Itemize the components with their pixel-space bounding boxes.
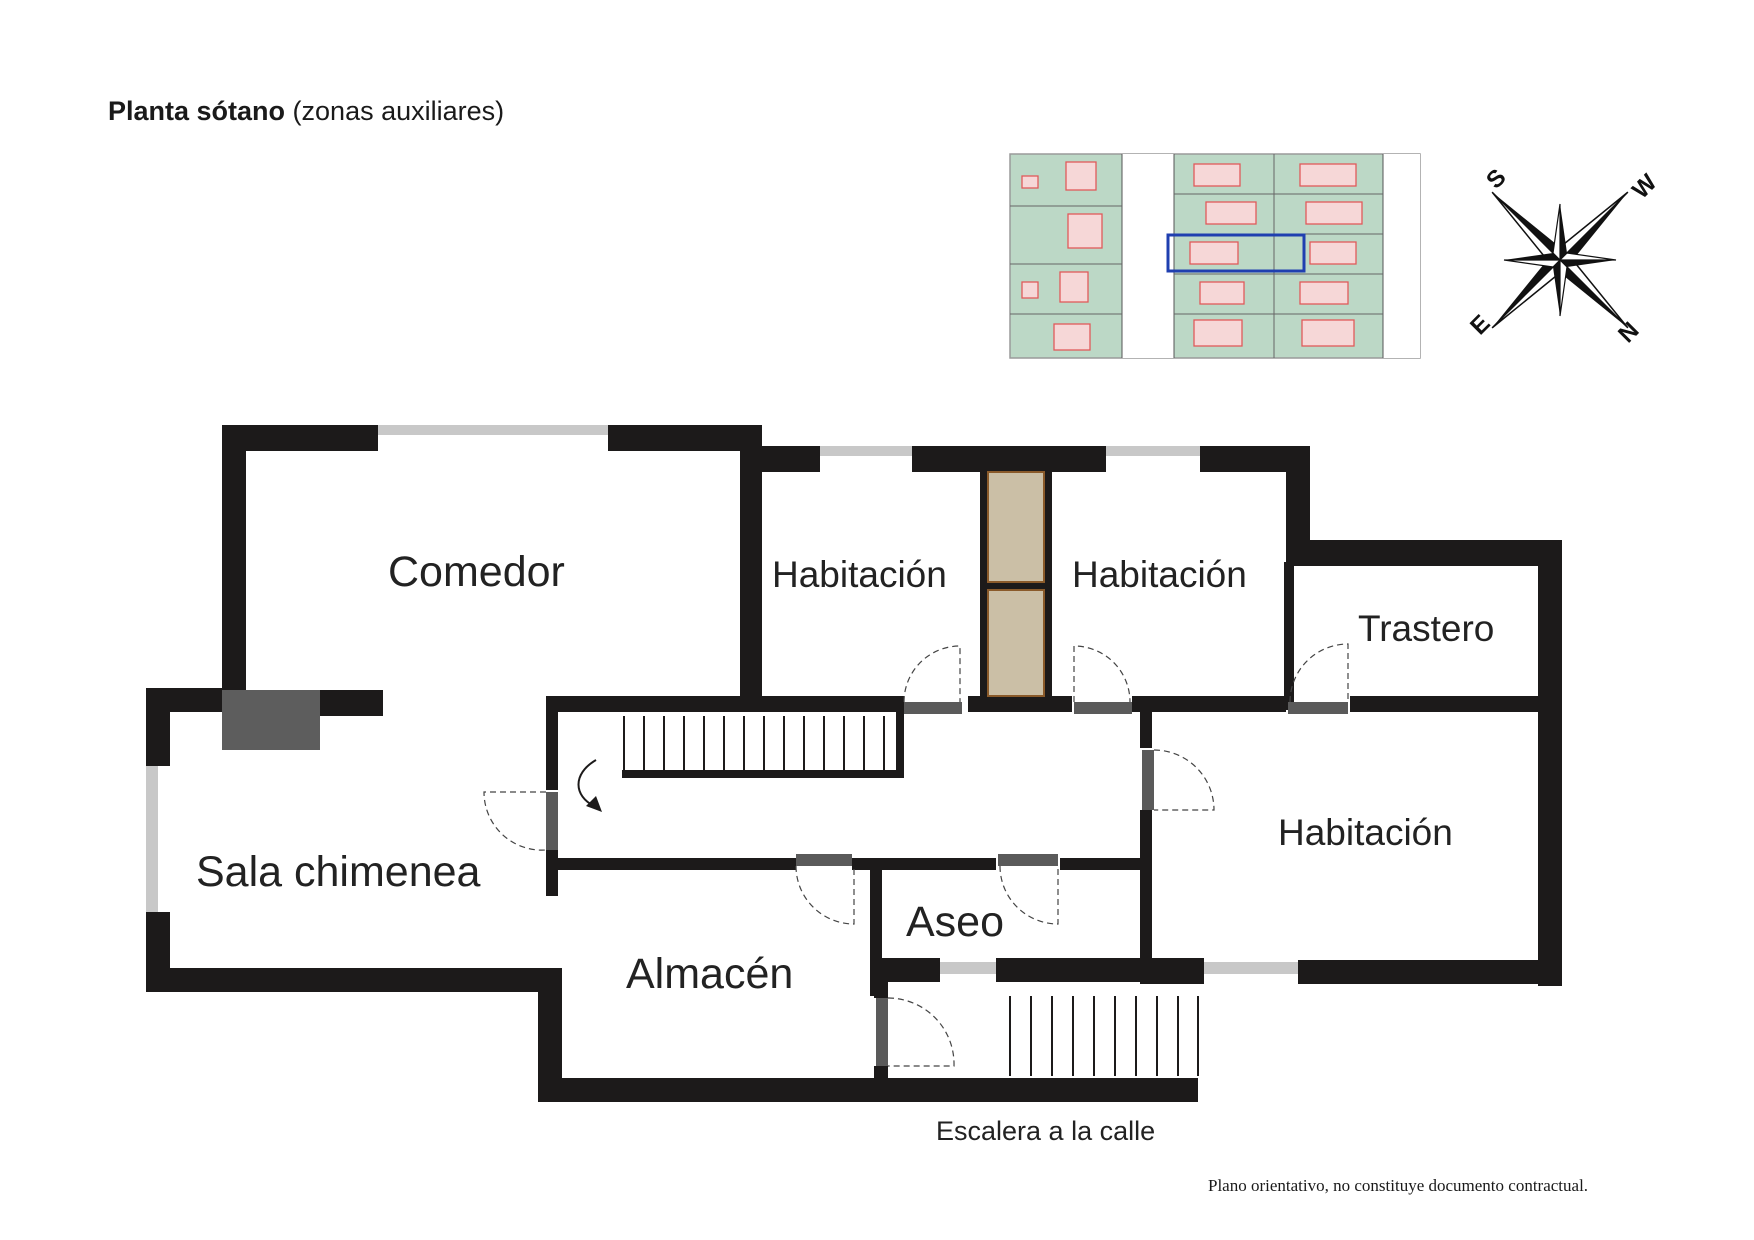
- stairs-label: Escalera a la calle: [936, 1116, 1156, 1146]
- room-label-habitacion-2: Habitación: [1072, 554, 1247, 595]
- title-bold: Planta sótano: [108, 96, 286, 126]
- room-label-trastero: Trastero: [1358, 608, 1495, 649]
- room-label-almacen: Almacén: [626, 950, 794, 998]
- disclaimer: Plano orientativo, no constituye documen…: [1208, 1176, 1589, 1195]
- room-label-aseo: Aseo: [906, 898, 1005, 946]
- page-title: Planta sótano (zonas auxiliares): [108, 96, 504, 127]
- room-label-comedor: Comedor: [388, 548, 565, 596]
- room-label-sala-chimenea: Sala chimenea: [196, 848, 481, 896]
- room-label-habitacion-1: Habitación: [772, 554, 947, 595]
- title-rest: (zonas auxiliares): [292, 96, 505, 126]
- room-label-habitacion-3: Habitación: [1278, 812, 1453, 853]
